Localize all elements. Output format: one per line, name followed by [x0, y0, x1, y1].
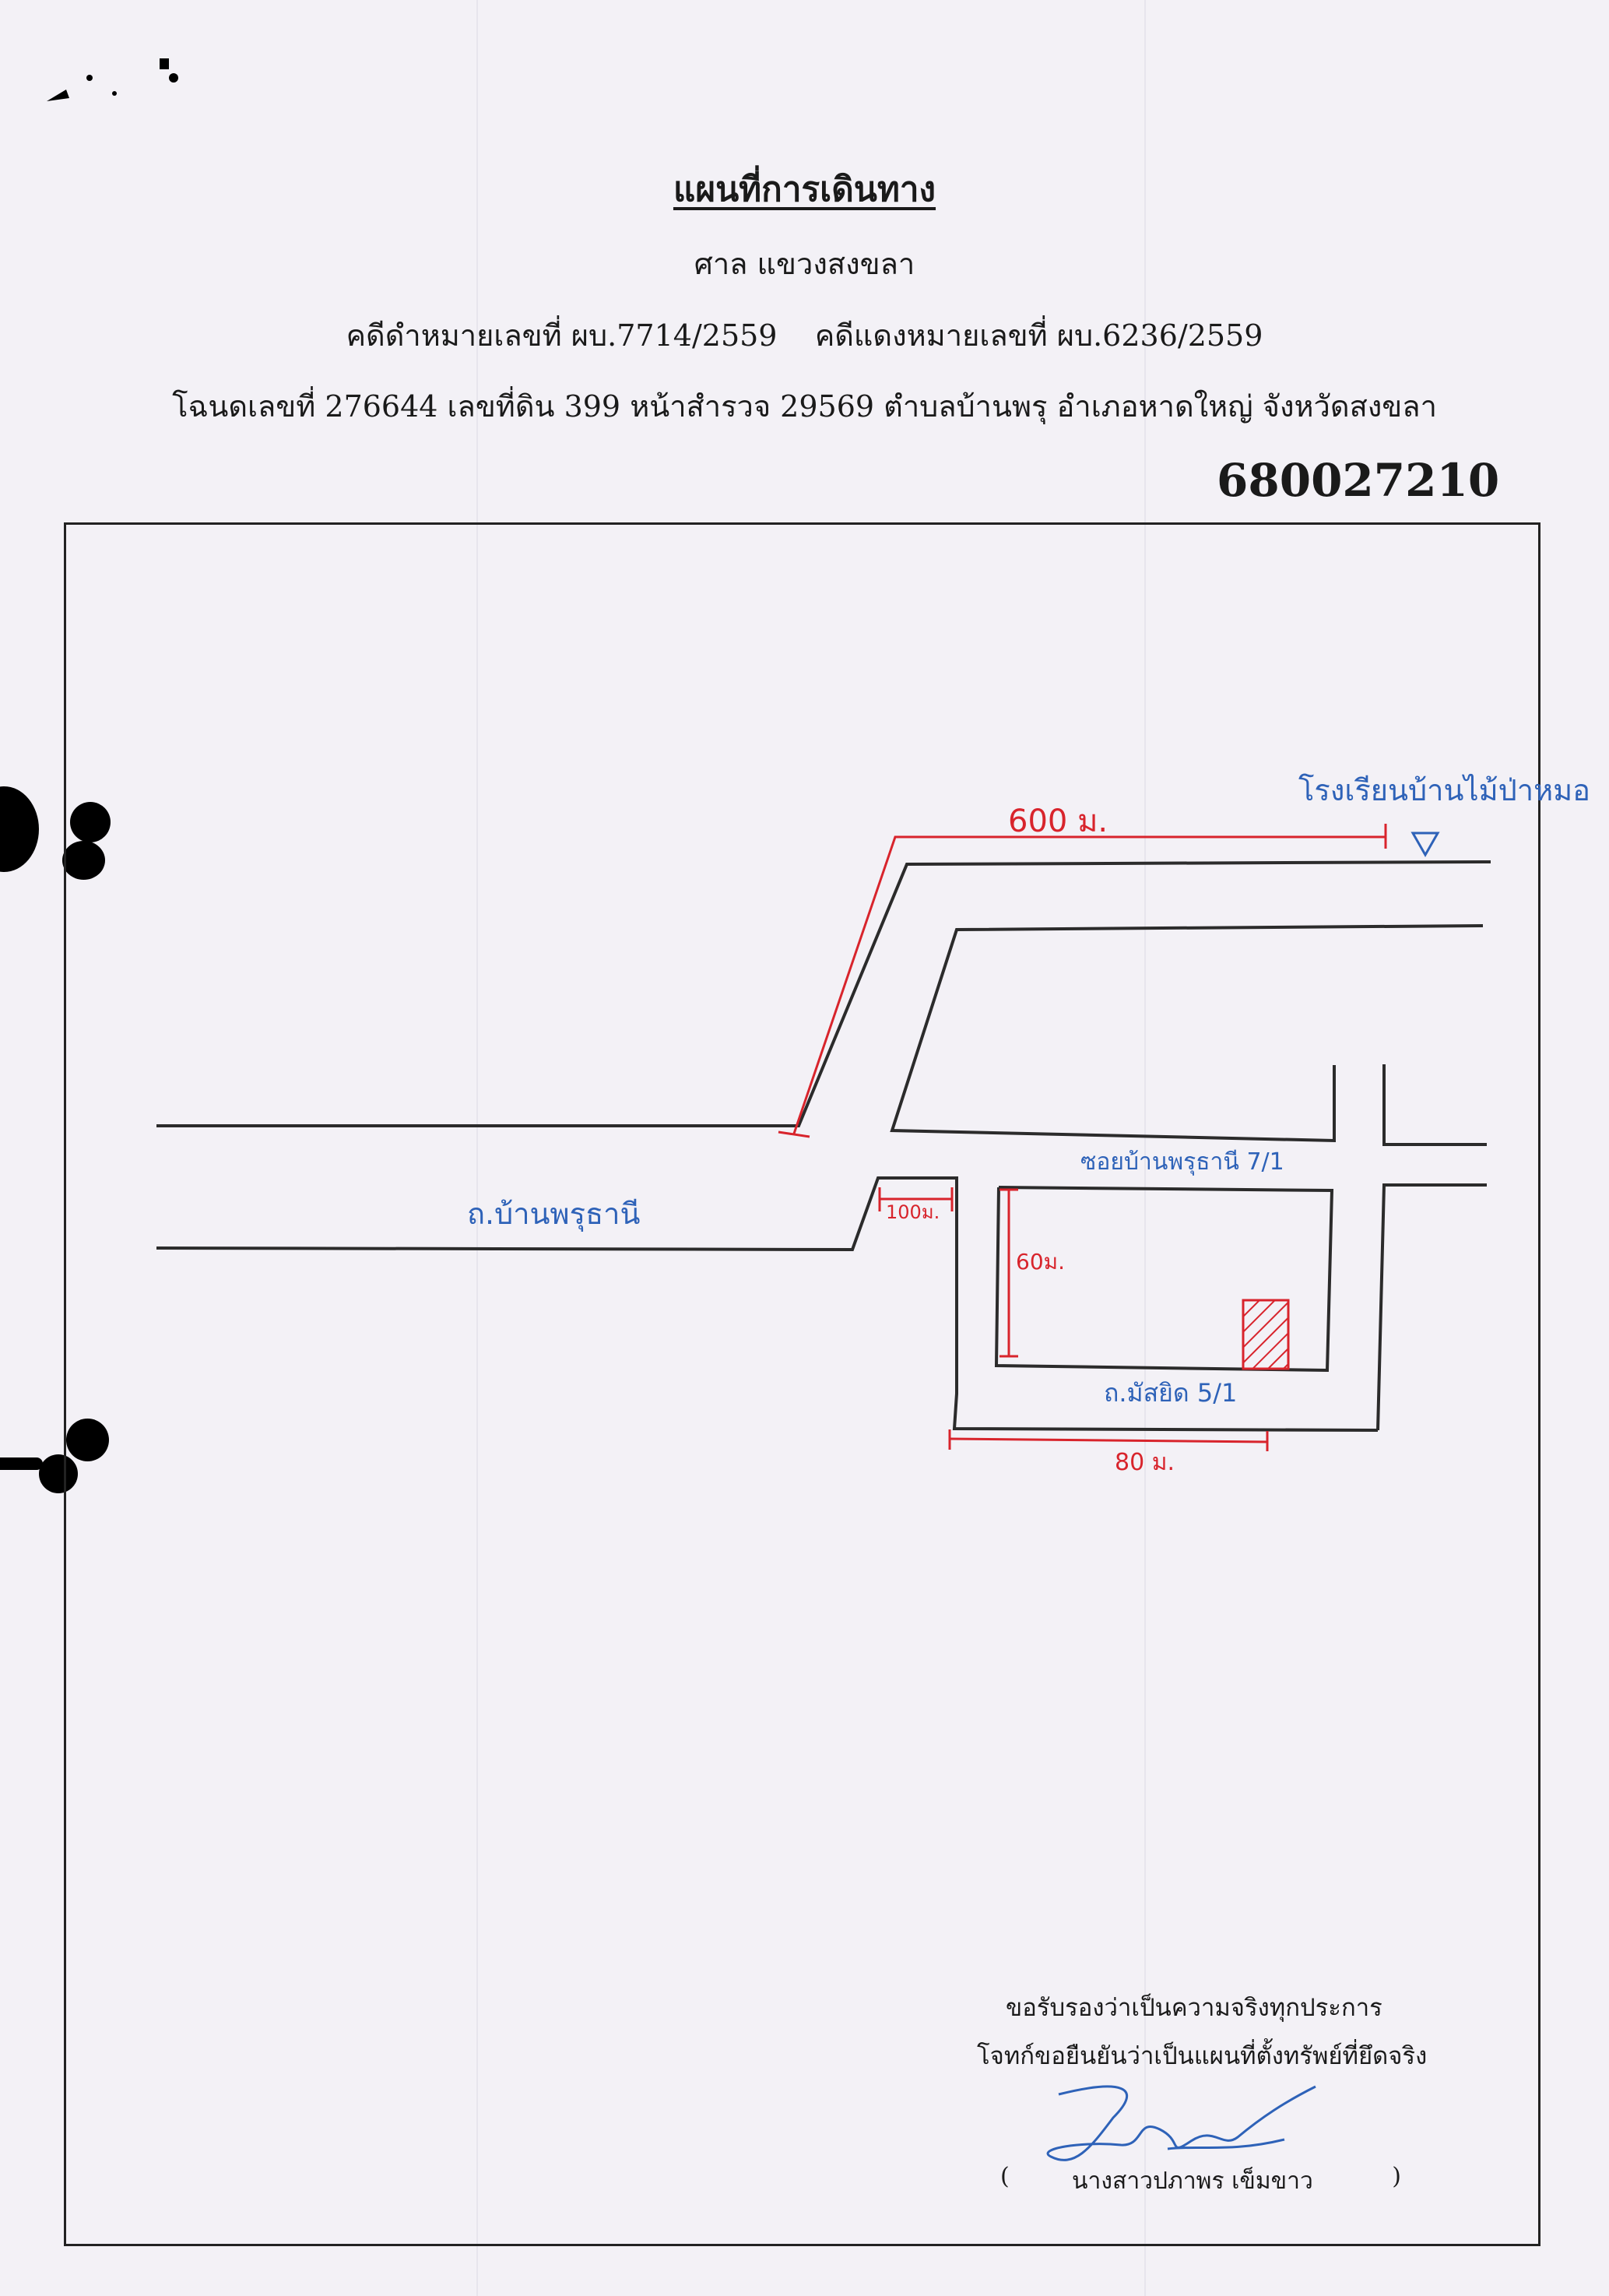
case-numbers: คดีดำหมายเลขที่ ผบ.7714/2559 คดีแดงหมายเ…: [0, 321, 1609, 350]
soi-label: ซอยบ้านพรุธานี 7/1: [1080, 1148, 1284, 1176]
route-600m-line: [792, 835, 1386, 1134]
document-number: 680027210: [1217, 454, 1500, 507]
bottom-distance-label: 80 ม.: [1115, 1449, 1175, 1476]
scan-fold-line: [1144, 0, 1146, 2296]
punch-hole: [39, 1454, 78, 1493]
paren-close: ): [1392, 2163, 1401, 2190]
certification-line-1: ขอรับรองว่าเป็นความจริงทุกประการ: [1006, 1994, 1382, 2022]
court-name: ศาล แขวงสงขลา: [694, 247, 915, 281]
punch-hole: [66, 1419, 109, 1461]
document-title: แผนที่การเดินทาง: [673, 170, 936, 209]
top-distance-label: 600 ม.: [1008, 803, 1108, 839]
deed-details: โฉนดเลขที่ 276644 เลขที่ดิน 399 หน้าสำรว…: [172, 389, 1437, 424]
map-frame: [64, 522, 1540, 2246]
road-lines: [156, 860, 1491, 1432]
signer-name: นางสาวปภาพร เข็มขาว: [1072, 2168, 1313, 2195]
subject-property-plot: [1242, 1299, 1290, 1370]
route-80m-line: [949, 1437, 1268, 1443]
road-main-north-edge: [156, 860, 1491, 1127]
signature-image: [1046, 2085, 1316, 2161]
red-case-number: คดีแดงหมายเลขที่ ผบ.6236/2559: [814, 318, 1263, 353]
lower-road-label: ถ.มัสยิด 5/1: [1104, 1378, 1237, 1408]
black-case-number: คดีดำหมายเลขที่ ผบ.7714/2559: [346, 318, 778, 353]
punch-hole: [70, 802, 111, 842]
measurement-lines: [778, 824, 1387, 1451]
road-inner-loop: [890, 924, 1484, 1143]
scan-speckles: [47, 58, 178, 101]
road-corner-northeast: [1382, 1064, 1487, 1146]
paren-open: (: [1000, 2163, 1010, 2190]
certification-line-2: โจทก์ขอยืนยันว่าเป็นแผนที่ตั้งทรัพย์ที่ย…: [977, 2042, 1428, 2070]
plot-block-outline: [994, 1186, 1334, 1373]
short-distance-label: 100ม.: [886, 1201, 940, 1223]
road-corner-southeast: [1376, 1183, 1487, 1431]
road-main-south-edge: [156, 1176, 1379, 1432]
school-marker-icon: [1411, 832, 1440, 858]
main-road-label: ถ.บ้านพรุธานี: [467, 1197, 641, 1232]
scan-fold-line: [476, 0, 478, 2296]
plot-side-label: 60ม.: [1016, 1249, 1065, 1275]
punch-hole: [62, 841, 105, 880]
school-label: โรงเรียนบ้านไม้ป่าหมอ: [1298, 773, 1590, 807]
punch-hole: [0, 1457, 43, 1470]
